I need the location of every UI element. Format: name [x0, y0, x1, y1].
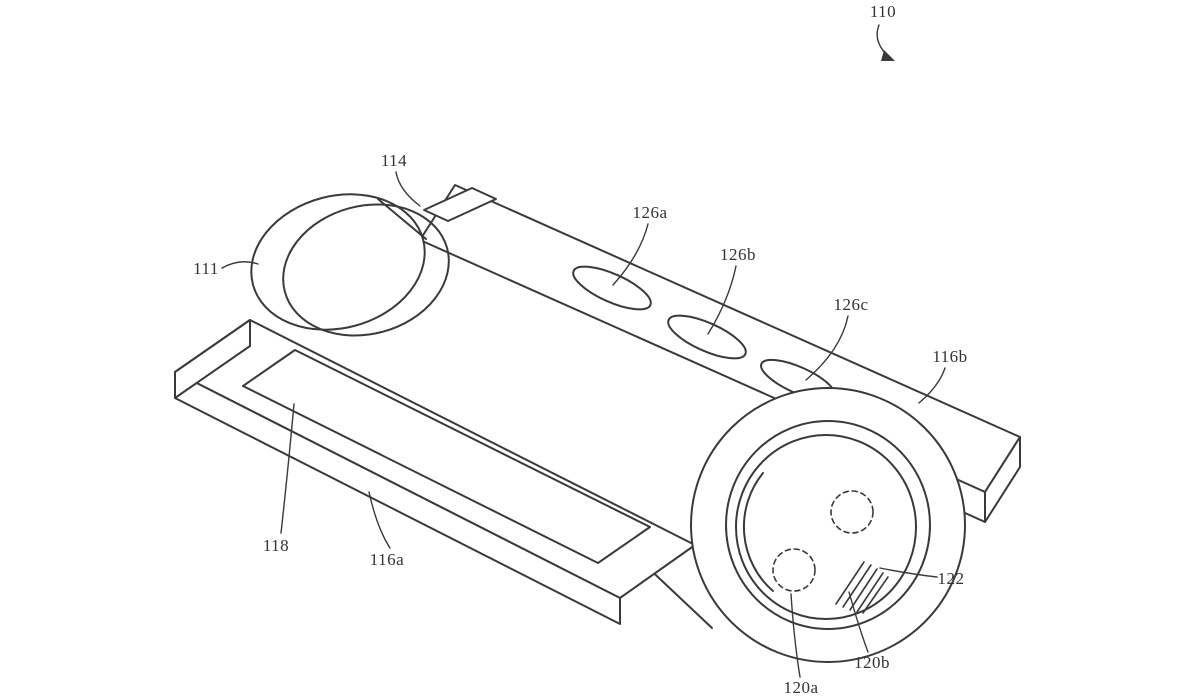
- leader-116b: [918, 367, 946, 404]
- leader-126b: [707, 265, 737, 335]
- bar-tab: [423, 187, 497, 222]
- leader-120b: [848, 591, 869, 653]
- front-face-ring: [725, 420, 931, 630]
- ref-label-111: 111: [193, 259, 219, 278]
- leader-126a: [612, 223, 649, 286]
- leader-lines: [221, 24, 946, 678]
- leader-118: [280, 403, 295, 534]
- cap-rim: [282, 203, 450, 337]
- bar-end-face: [984, 436, 1021, 523]
- ref-label-122: 122: [937, 569, 965, 588]
- vent-hole-126b: [667, 314, 747, 360]
- leader-110-arrowhead: [881, 50, 895, 61]
- ref-label-110: 110: [869, 2, 897, 21]
- cylinder-top-edge: [377, 198, 427, 240]
- plate-end-face: [174, 319, 251, 399]
- cap-outer: [250, 193, 426, 331]
- leader-122: [879, 567, 938, 578]
- ref-label-126c: 126c: [833, 295, 869, 314]
- front-face-outer: [690, 387, 966, 663]
- leader-126c: [805, 315, 849, 381]
- vent-hole-126a: [572, 265, 652, 311]
- leader-110: [876, 24, 887, 55]
- leader-111: [221, 261, 259, 269]
- cylinder-front-face: [690, 387, 966, 663]
- ref-label-118: 118: [262, 536, 290, 555]
- ref-label-120a: 120a: [783, 678, 819, 697]
- leader-120a: [790, 593, 801, 678]
- leader-116a: [368, 491, 391, 549]
- plate-side-face: [174, 371, 621, 625]
- ref-label-116a: 116a: [369, 550, 405, 569]
- front-face-recess-arc: [742, 472, 774, 592]
- ref-label-126a: 126a: [632, 203, 668, 222]
- frame-plate: [174, 319, 696, 625]
- plate-top-face: [174, 319, 696, 599]
- dashed-port-120a: [772, 548, 816, 592]
- front-face-inner: [735, 434, 917, 620]
- ref-label-114: 114: [380, 151, 408, 170]
- hatch-marks-122: [835, 561, 889, 614]
- leader-114: [395, 171, 421, 207]
- ref-label-116b: 116b: [932, 347, 968, 366]
- cylinder-body: [250, 193, 713, 629]
- dashed-port-120b: [830, 490, 874, 534]
- ref-label-126b: 126b: [720, 245, 756, 264]
- ref-label-120b: 120b: [854, 653, 890, 672]
